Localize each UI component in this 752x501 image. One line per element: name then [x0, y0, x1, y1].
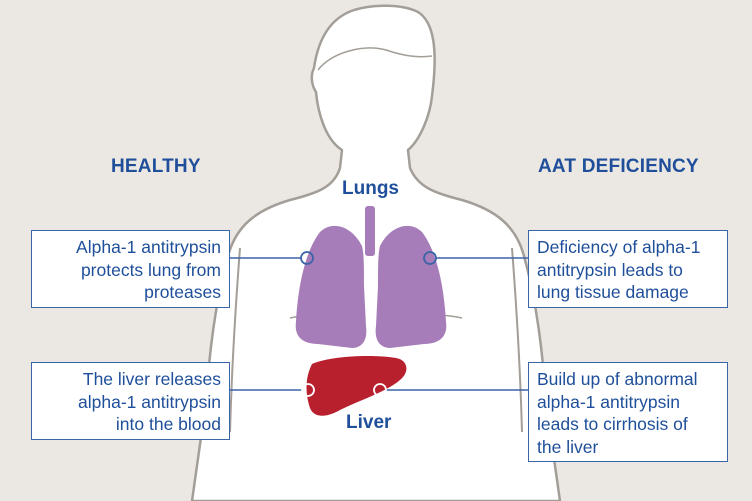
callout-healthy-lung: Alpha-1 antitrypsin protects lung from p… [31, 230, 230, 308]
right-lung [375, 225, 447, 348]
label-lungs: Lungs [342, 178, 399, 199]
marker-deficiency-liver [373, 383, 387, 397]
callout-line: leads to cirrhosis of [537, 414, 688, 434]
heading-aat-deficiency: AAT DEFICIENCY [538, 156, 699, 177]
callout-line: alpha-1 antitrypsin [78, 391, 221, 412]
callout-line: into the blood [115, 414, 221, 434]
hair-detail [317, 47, 433, 71]
trachea [365, 206, 375, 256]
label-liver: Liver [346, 412, 392, 433]
marker-deficiency-lung [423, 251, 437, 265]
callout-line: lung tissue damage [537, 282, 689, 302]
left-arm-line [229, 247, 241, 433]
heading-healthy: HEALTHY [111, 156, 201, 177]
callout-line: antitrypsin leads to [537, 259, 683, 280]
marker-healthy-liver [301, 383, 315, 397]
right-arm-line [511, 247, 523, 433]
marker-healthy-lung [300, 251, 314, 265]
callout-line: Build up of abnormal [537, 369, 698, 389]
body-outline [190, 4, 562, 501]
callout-deficiency-liver: Build up of abnormal alpha-1 antitrypsin… [528, 362, 728, 462]
liver [306, 356, 407, 416]
callout-healthy-liver: The liver releases alpha-1 antitrypsin i… [31, 362, 230, 440]
callout-line: the liver [537, 436, 599, 457]
callout-line: alpha-1 antitrypsin [537, 391, 680, 412]
callout-line: proteases [144, 282, 221, 302]
callout-line: protects lung from [80, 259, 221, 280]
callout-line: The liver releases [82, 369, 221, 389]
callout-line: Deficiency of alpha-1 [537, 237, 701, 257]
callout-line: Alpha-1 antitrypsin [76, 237, 221, 257]
callout-deficiency-lung: Deficiency of alpha-1 antitrypsin leads … [528, 230, 728, 308]
